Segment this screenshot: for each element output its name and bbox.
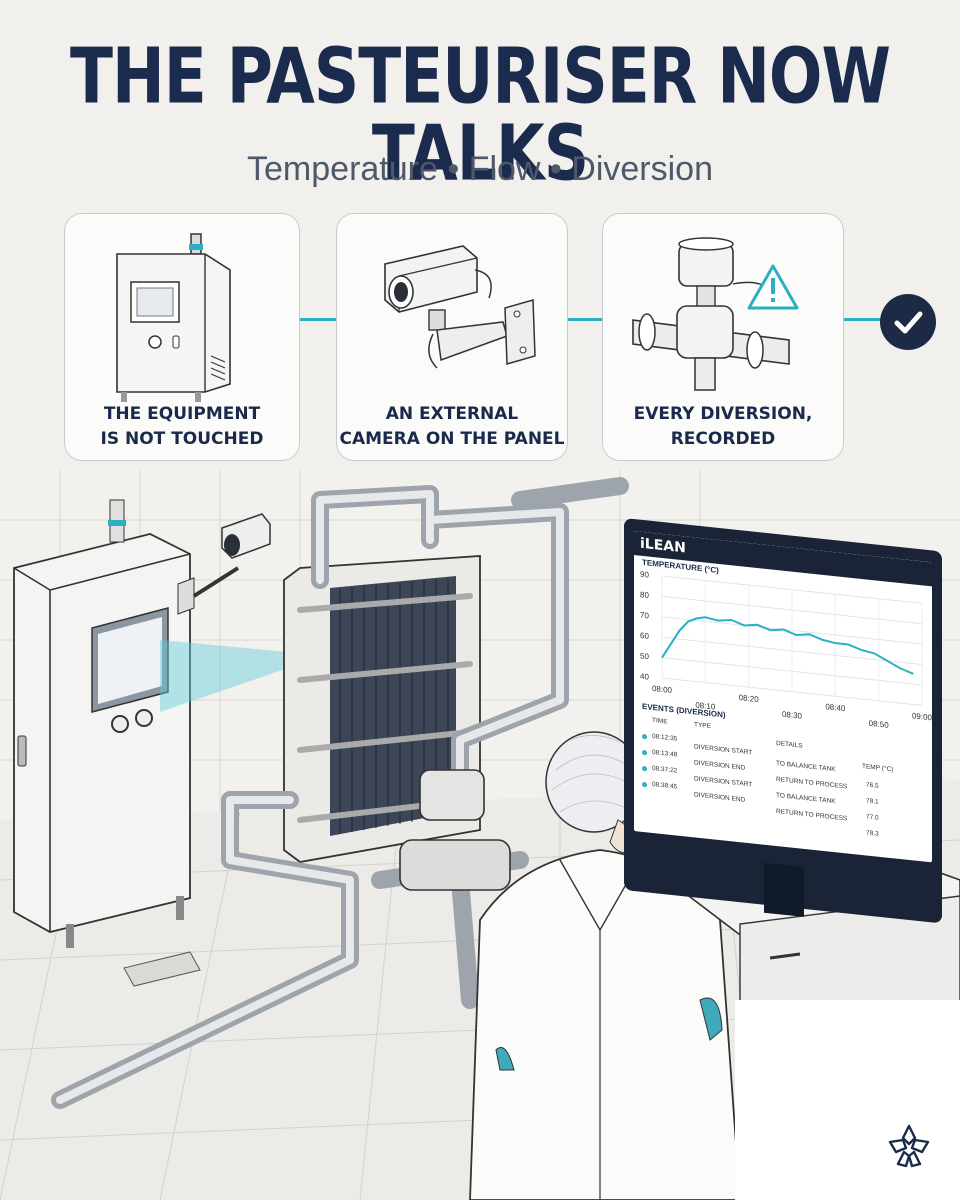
y-tick-label: 50 — [640, 651, 649, 661]
y-tick-label: 70 — [640, 611, 649, 621]
event-details: RETURN TO PROCESS — [776, 775, 848, 791]
event-marker-icon — [642, 781, 647, 788]
temperature-series-line — [661, 616, 914, 675]
event-temp: 78.3 — [866, 829, 879, 838]
event-type: DIVERSION START — [694, 743, 753, 757]
event-temp: 76.5 — [866, 781, 879, 790]
event-details: RETURN TO PROCESS — [776, 807, 848, 823]
y-tick-label: 90 — [640, 570, 649, 580]
connector-line — [566, 318, 602, 321]
x-tick-label: 08:20 — [739, 693, 760, 704]
event-type: DIVERSION END — [694, 791, 746, 804]
event-details: TO BALANCE TANK — [776, 759, 836, 774]
y-tick-label: 80 — [640, 590, 649, 600]
x-tick-label: 08:00 — [652, 684, 673, 695]
x-tick-label: 09:00 — [912, 711, 932, 722]
x-tick-label: 08:50 — [869, 719, 890, 730]
step-card-diversion: EVERY DIVERSION,RECORDED — [602, 213, 844, 461]
column-header-type: TYPE — [694, 721, 711, 731]
page-title: THE PASTEURISER NOW TALKS — [70, 31, 891, 198]
blank-panel — [735, 1000, 960, 1200]
column-header-time: TIME — [652, 716, 668, 726]
connector-line — [842, 318, 882, 321]
connector-line — [298, 318, 336, 321]
event-temp: 77.0 — [866, 813, 879, 822]
x-tick-label: 08:30 — [782, 710, 803, 721]
diversion-valve-icon — [632, 237, 799, 391]
event-temp: 78.1 — [866, 797, 879, 806]
check-icon — [880, 294, 936, 350]
event-time: 08:37:22 — [652, 764, 678, 775]
company-logo-icon — [888, 1124, 930, 1168]
x-tick-label: 08:10 — [695, 701, 716, 712]
event-marker-icon — [642, 749, 647, 756]
column-header-details: DETAILS — [776, 739, 803, 750]
event-type: DIVERSION START — [694, 775, 753, 789]
y-tick-label: 40 — [640, 672, 649, 682]
x-tick-label: 08:40 — [825, 702, 846, 713]
event-time: 08:13:48 — [652, 748, 678, 759]
y-tick-label: 60 — [640, 631, 649, 641]
event-marker-icon — [642, 765, 647, 772]
control-cabinet-icon — [116, 233, 231, 402]
step-label: EVERY DIVERSION,RECORDED — [633, 404, 813, 449]
camera-icon — [384, 245, 536, 369]
page-subtitle: Temperature • Flow • Diversion — [247, 150, 713, 188]
event-marker-icon — [642, 733, 647, 740]
event-time: 08:38:45 — [652, 780, 678, 791]
event-type: DIVERSION END — [694, 759, 746, 772]
event-time: 08:12:35 — [652, 732, 678, 743]
event-details: TO BALANCE TANK — [776, 791, 836, 806]
column-header-temp: TEMP (°C) — [862, 763, 894, 774]
temperature-chart: 40 50 60 70 80 90 08:00 08:10 08:20 08:30 08:40 08:… — [640, 570, 932, 730]
